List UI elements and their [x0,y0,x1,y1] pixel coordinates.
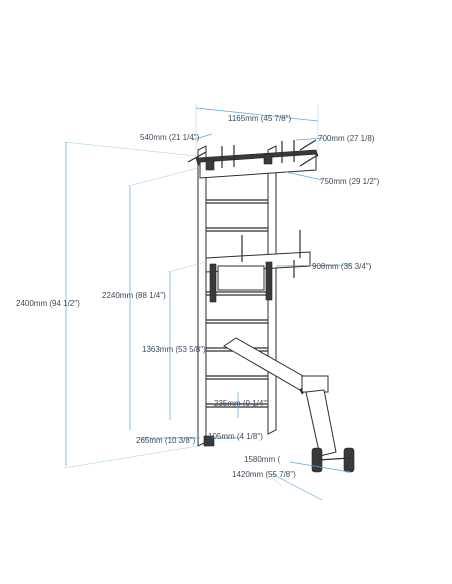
label-bench-length-b: 1420mm (55 7/8") [232,470,296,479]
dip-station [205,230,311,303]
label-total-height: 2400mm (94 1/2") [16,299,80,308]
label-bench-length-a: 1580mm ( [244,455,280,464]
exercise-bench [203,337,355,473]
label-top-depth-left: 540mm (21 1/4") [140,133,200,142]
label-top-depth-right: 700mm (27 1/8) [318,134,375,143]
ladder-rungs [206,199,268,408]
label-frame-height: 2240mm (88 1/4") [102,291,166,300]
label-bench-height: 1363mm (53 5/8") [142,345,206,354]
dimension-lines [63,104,353,501]
dimension-labels: 1165mm (45 7/8") 540mm (21 1/4") 700mm (… [16,114,380,479]
label-lower-rung: 235mm (9 1/4") [214,399,269,408]
label-dip-width: 908mm (35 3/4") [312,262,372,271]
label-base-small: 105mm (4 1/8") [208,432,263,441]
label-top-width: 1165mm (45 7/8") [228,114,292,123]
pull-up-bar [187,139,319,179]
label-base-depth: 265mm (10 3/8") [136,436,196,445]
label-top-depth-bar: 750mm (29 1/2") [320,177,380,186]
